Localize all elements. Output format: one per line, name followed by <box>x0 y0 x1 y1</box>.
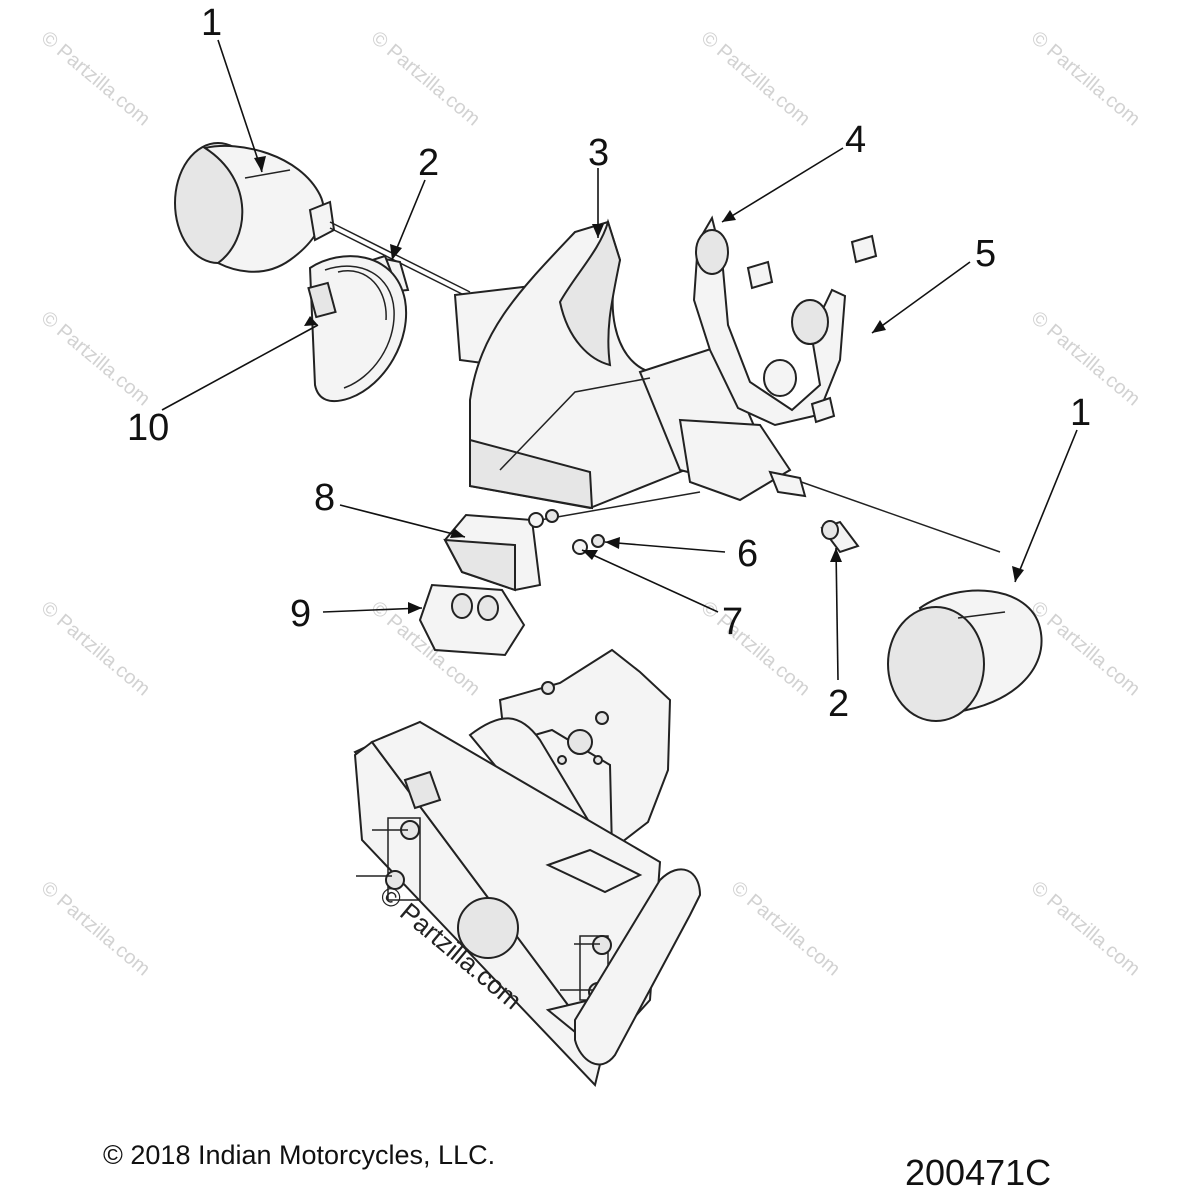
watermark: © Partzilla.com <box>1027 27 1144 130</box>
spacer-bushing-lower <box>820 520 860 554</box>
callout-3: 3 <box>588 132 609 174</box>
watermark: © Partzilla.com <box>37 307 154 410</box>
watermark: © Partzilla.com <box>37 597 154 700</box>
license-plate-bracket <box>353 648 702 1088</box>
leader-lines <box>161 39 1078 681</box>
watermark: © Partzilla.com <box>1027 877 1144 980</box>
drawing-number: 200471C <box>905 1152 1052 1193</box>
watermark: © Partzilla.com <box>697 597 814 700</box>
callout-8: 8 <box>314 477 335 519</box>
watermark: © Partzilla.com <box>697 27 814 130</box>
nut-and-washer <box>528 509 605 555</box>
callout-9: 9 <box>290 593 311 635</box>
watermark: © Partzilla.com <box>37 877 154 980</box>
copyright-notice: © 2018 Indian Motorcycles, LLC. <box>103 1140 496 1170</box>
callout-2-upper: 2 <box>418 142 439 184</box>
callout-4: 4 <box>845 119 866 161</box>
license-plate-lamp <box>443 513 542 592</box>
watermark: © Partzilla.com <box>1027 597 1144 700</box>
callout-7: 7 <box>722 601 743 643</box>
watermark: © Partzilla.com <box>727 877 844 980</box>
turn-signal-lamp-left <box>174 142 471 299</box>
callout-1-lower: 1 <box>1070 392 1091 434</box>
turn-signal-lamp-right <box>887 589 1043 722</box>
cable-tie-band <box>307 255 408 403</box>
callout-1-upper: 1 <box>201 2 222 44</box>
callout-labels: 1 2 3 4 5 10 1 8 6 9 7 2 <box>127 2 1091 725</box>
watermark: © Partzilla.com <box>37 27 154 130</box>
watermark: © Partzilla.com <box>367 27 484 130</box>
callout-10: 10 <box>127 407 169 449</box>
bolts <box>746 234 878 424</box>
callout-5: 5 <box>975 233 996 275</box>
mounting-bracket <box>692 215 847 427</box>
callout-6: 6 <box>737 533 758 575</box>
license-lamp-housing <box>418 583 526 657</box>
callout-2-lower: 2 <box>828 683 849 725</box>
